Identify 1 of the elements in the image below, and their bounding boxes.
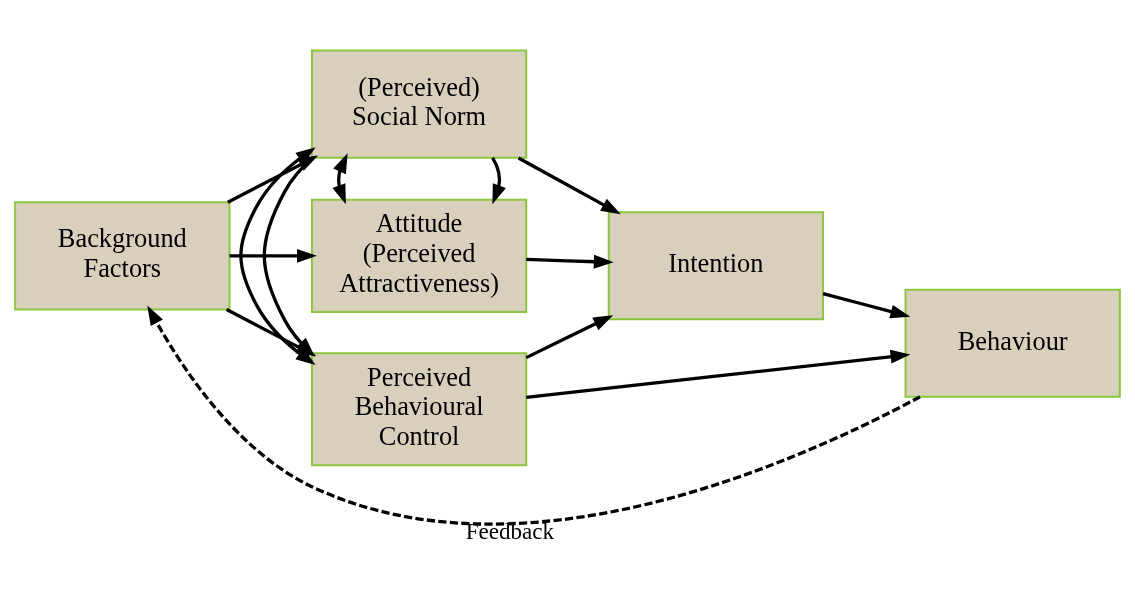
edge-label: Feedback xyxy=(465,517,555,544)
